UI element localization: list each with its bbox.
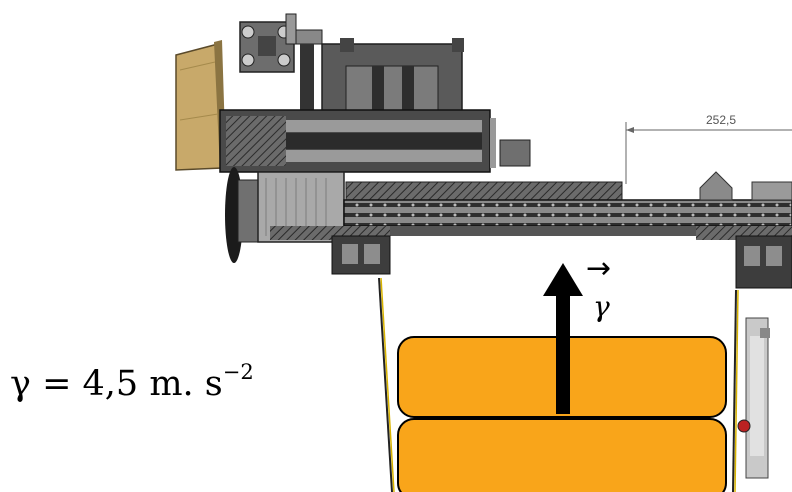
motor-block bbox=[321, 38, 464, 119]
pulley-wheel bbox=[225, 167, 263, 263]
side-straps bbox=[378, 277, 739, 492]
end-panel bbox=[175, 40, 226, 171]
load-block-bottom bbox=[397, 418, 727, 492]
pneumatic-cylinder bbox=[737, 317, 770, 479]
equation-exponent: −2 bbox=[222, 360, 254, 384]
carriage bbox=[345, 181, 623, 203]
equation-equals: = bbox=[42, 364, 72, 404]
main-rail bbox=[270, 171, 792, 240]
equation-symbol: γ bbox=[10, 364, 31, 404]
equation-unit: m. s bbox=[149, 364, 223, 404]
acceleration-equation: γ = 4,5 m. s−2 bbox=[10, 360, 254, 404]
vector-arrow-symbol: → bbox=[586, 251, 612, 286]
dimension-label: 252,5 bbox=[706, 113, 736, 127]
left-support-post bbox=[331, 235, 391, 275]
acceleration-arrow bbox=[543, 263, 583, 414]
gripper-mechanism bbox=[239, 13, 323, 114]
right-support-post bbox=[735, 235, 792, 289]
equation-value: 4,5 bbox=[82, 364, 139, 404]
dimension-line: 252,5 bbox=[625, 113, 792, 184]
upper-linear-axis bbox=[219, 109, 531, 173]
vector-gamma-label: γ bbox=[593, 290, 610, 323]
